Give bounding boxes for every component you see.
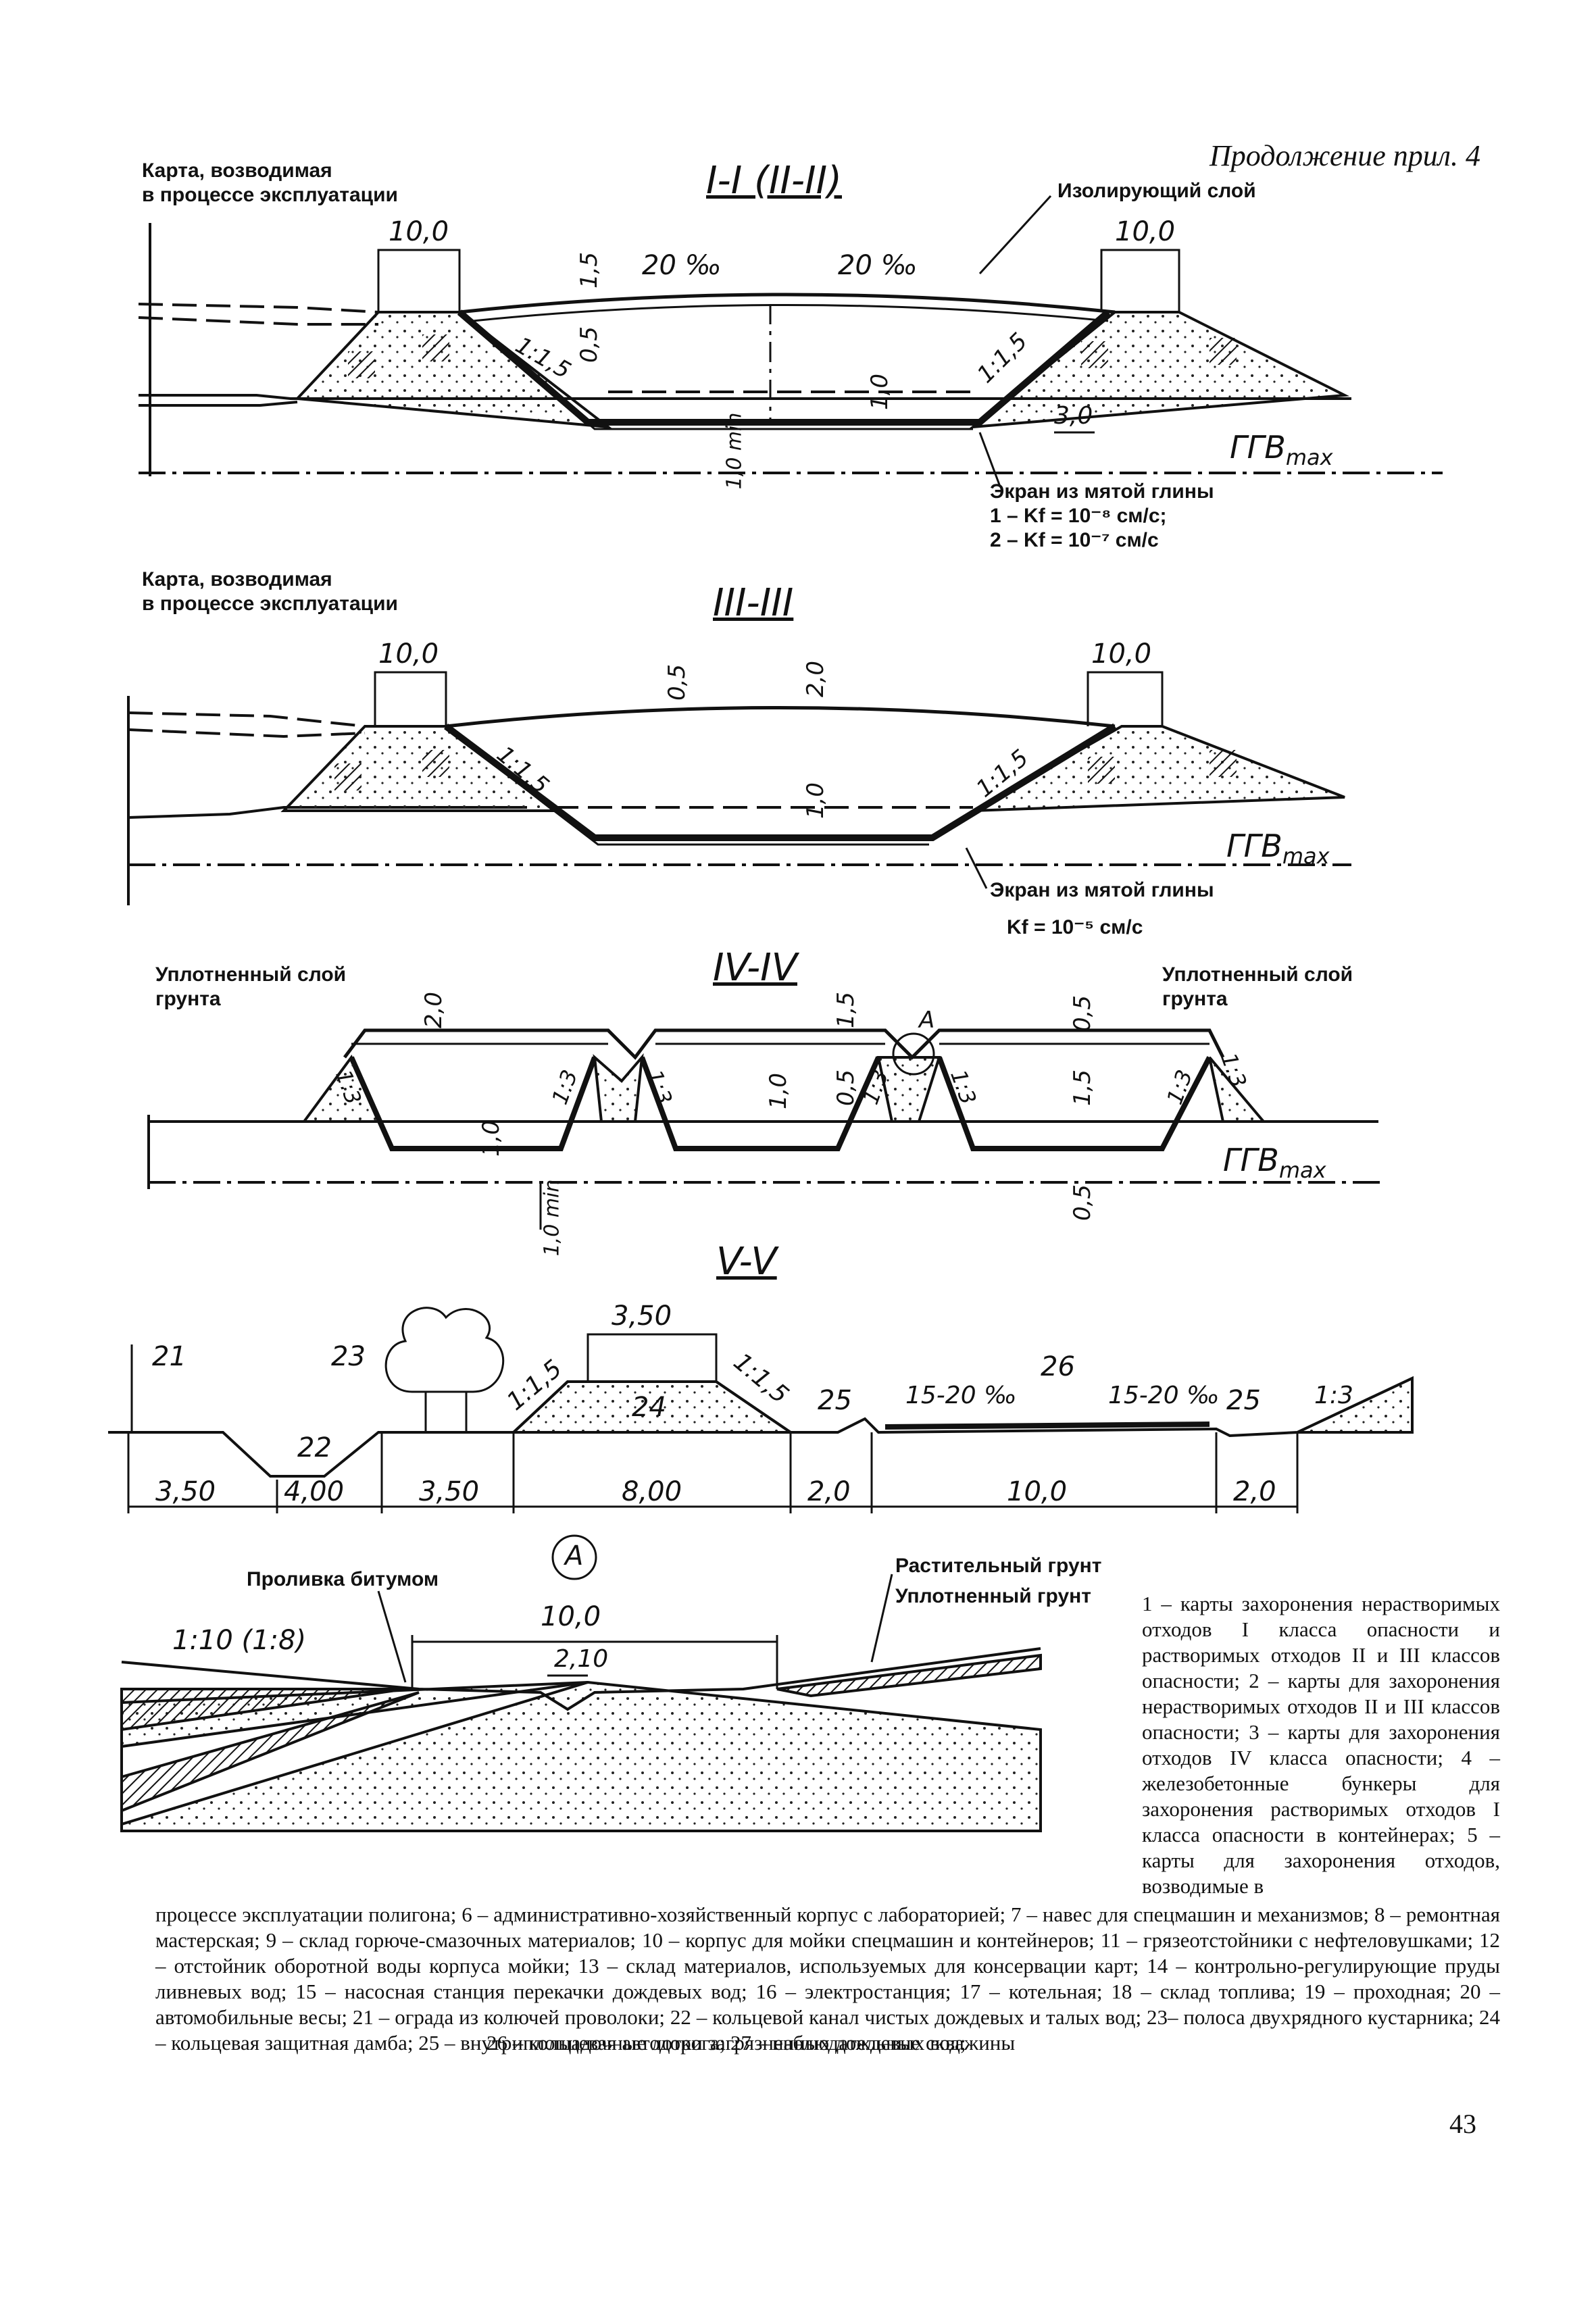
dim3-0-5-c: 0,5 [1069, 1184, 1097, 1222]
dim3-0-5-b: 0,5 [832, 1069, 860, 1107]
dim2-2-0: 2,0 [802, 660, 830, 698]
ggv-label-1: ГГВmax [1230, 429, 1333, 471]
grade4-left: 15-20 ‰ [905, 1382, 1017, 1409]
label-24: 24 [632, 1392, 666, 1423]
grade4-right: 15-20 ‰ [1108, 1382, 1220, 1409]
detail-dim-10: 10,0 [541, 1601, 601, 1632]
dim-3-0: 3,0 [1054, 402, 1093, 430]
section-2-title: III-III [713, 581, 794, 625]
dim3-1-0-a: 1,0 [478, 1120, 505, 1157]
detail-slope: 1:10 (1:8) [172, 1625, 307, 1656]
bottom-dim-3: 3,50 [419, 1476, 480, 1507]
slope4-far: 1:3 [1314, 1382, 1353, 1409]
section-4-drawing [108, 1307, 1414, 1513]
section-3-title: IV-IV [713, 946, 797, 990]
section-1-drawing [138, 195, 1443, 487]
screen-label-2: Экран из мятой глины [990, 879, 1214, 901]
bottom-dim-7: 2,0 [1233, 1476, 1276, 1507]
dim3-1-5-b: 1,5 [1069, 1069, 1097, 1107]
dim2-1-0: 1,0 [802, 782, 830, 820]
dim-right-10: 10,0 [1115, 216, 1176, 247]
grade-right: 20 ‰ [838, 250, 918, 281]
bitumen-label: Проливка битумом [247, 1568, 439, 1590]
dim2-left-10: 10,0 [378, 638, 439, 670]
dim3-2-0: 2,0 [420, 991, 448, 1029]
page-number: 43 [1449, 2109, 1476, 2139]
grade-left: 20 ‰ [642, 250, 722, 281]
continuation-label: Продолжение прил. 4 [1210, 139, 1480, 172]
dim-left-10: 10,0 [389, 216, 449, 247]
legend-side: 1 – карты захоронения нерастворимых отхо… [1142, 1592, 1500, 1898]
section-2-drawing [127, 671, 1351, 905]
label-22: 22 [297, 1432, 332, 1463]
label-25-b: 25 [1226, 1385, 1261, 1416]
dim4-top-3-50: 3,50 [612, 1301, 672, 1332]
legend-bottom: процессе эксплуатации полигона; 6 – адми… [155, 1903, 1500, 2055]
label-26: 26 [1041, 1351, 1075, 1382]
bottom-dim-4: 8,00 [622, 1476, 682, 1507]
marker-a-3: А [919, 1007, 935, 1034]
dim-0-5: 0,5 [576, 326, 603, 363]
dim2-0-5: 0,5 [664, 663, 691, 701]
label-21: 21 [152, 1341, 186, 1372]
bottom-dim-1: 3,50 [155, 1476, 216, 1507]
dim-1-0: 1,0 [866, 373, 894, 411]
legend-last: 26 – кольцевая автодорога; 27 – наблюдат… [487, 2031, 1016, 2055]
compacted-soil-label: Уплотненный грунт [895, 1585, 1091, 1607]
ggv-label-2: ГГВmax [1226, 828, 1330, 870]
dim3-1-5: 1,5 [832, 991, 860, 1029]
detail-a-marker: А [565, 1540, 584, 1571]
dim3-1-0-b: 1,0 [765, 1072, 793, 1110]
bottom-dim-6: 10,0 [1007, 1476, 1068, 1507]
section-4-title: V-V [716, 1240, 777, 1284]
screen-kf-2: Kf = 10⁻⁵ см/с [1007, 916, 1143, 938]
dim-1-5: 1,5 [576, 251, 603, 289]
ggv-label-3: ГГВmax [1223, 1142, 1326, 1184]
dim-1-0-min: 1,0 min [722, 412, 747, 490]
veg-soil-label: Растительный грунт [895, 1555, 1102, 1577]
label-25-a: 25 [818, 1385, 852, 1416]
detail-a-drawing [120, 1534, 1042, 1832]
bottom-dim-2: 4,00 [284, 1476, 345, 1507]
bottom-dim-5: 2,0 [807, 1476, 851, 1507]
dim3-0-5-top: 0,5 [1069, 995, 1097, 1032]
insulating-layer-label: Изолирующий слой [1057, 180, 1256, 202]
label-23: 23 [331, 1341, 366, 1372]
section-3-drawing [147, 1028, 1385, 1230]
section-1-title: I-I (II-II) [706, 159, 843, 203]
dim3-1-0-min: 1,0 min [540, 1179, 564, 1257]
dim2-right-10: 10,0 [1091, 638, 1152, 670]
detail-dim-2-10: 2,10 [554, 1645, 609, 1673]
